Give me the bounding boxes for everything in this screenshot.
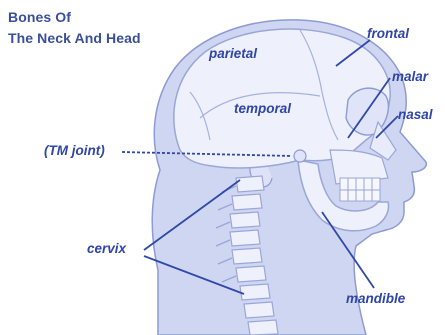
label-nasal: nasal — [398, 108, 433, 122]
teeth — [340, 178, 380, 201]
tm-joint — [294, 150, 306, 162]
title-line-2: The Neck And Head — [8, 31, 141, 45]
label-cervix: cervix — [87, 242, 126, 256]
label-mandible: mandible — [346, 292, 405, 306]
label-temporal: temporal — [234, 102, 291, 116]
label-parietal: parietal — [209, 47, 257, 61]
title-line-1: Bones Of — [8, 10, 71, 24]
label-tm-joint: (TM joint) — [44, 144, 105, 158]
label-malar: malar — [392, 70, 428, 84]
label-frontal: frontal — [367, 27, 409, 41]
